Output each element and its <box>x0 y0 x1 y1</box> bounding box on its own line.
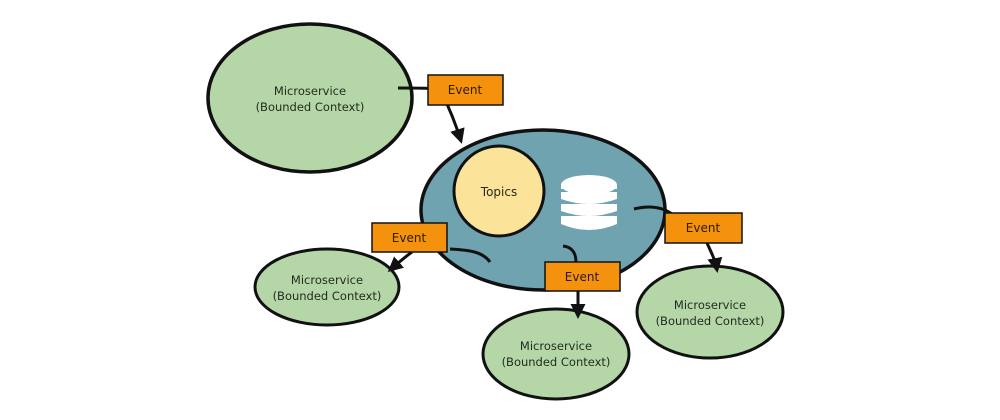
event-box[interactable]: Event <box>427 74 504 106</box>
database-icon <box>561 175 617 230</box>
microservice-node: Microservice (Bounded Context) <box>253 247 401 327</box>
topics-circle <box>452 144 546 238</box>
event-label: Event <box>686 221 721 235</box>
event-rect <box>544 261 621 292</box>
microservice-ellipse <box>206 22 414 174</box>
event-box[interactable]: Event <box>544 261 621 292</box>
arrow-publish <box>445 103 465 144</box>
event-box[interactable]: Event <box>664 212 743 244</box>
connector-line <box>562 244 578 263</box>
connector-line <box>449 247 492 263</box>
microservice-subtitle: (Bounded Context) <box>656 314 765 328</box>
event-rect <box>427 74 504 106</box>
event-rect <box>664 212 743 244</box>
microservice-subtitle: (Bounded Context) <box>256 100 365 114</box>
microservice-node: Microservice (Bounded Context) <box>635 264 785 360</box>
microservice-ellipse <box>635 264 785 360</box>
microservice-name: Microservice <box>520 339 592 353</box>
event-label: Event <box>448 83 483 97</box>
event-label: Event <box>392 231 427 245</box>
microservice-name: Microservice <box>291 273 363 287</box>
event-rect <box>371 222 448 253</box>
microservice-node: Microservice (Bounded Context) <box>481 307 631 401</box>
event-broker: Topics <box>419 128 667 292</box>
arrow-right <box>705 242 723 273</box>
microservice-ellipse <box>253 247 401 327</box>
microservice-subtitle: (Bounded Context) <box>502 355 611 369</box>
arrow-left <box>387 250 413 272</box>
topics-label: Topics <box>480 185 517 199</box>
microservice-node: Microservice (Bounded Context) <box>206 22 414 174</box>
microservice-name: Microservice <box>674 298 746 312</box>
microservice-ellipse <box>481 307 631 401</box>
event-box[interactable]: Event <box>371 222 448 253</box>
event-label: Event <box>565 270 600 284</box>
microservice-name: Microservice <box>274 84 346 98</box>
microservice-subtitle: (Bounded Context) <box>273 289 382 303</box>
